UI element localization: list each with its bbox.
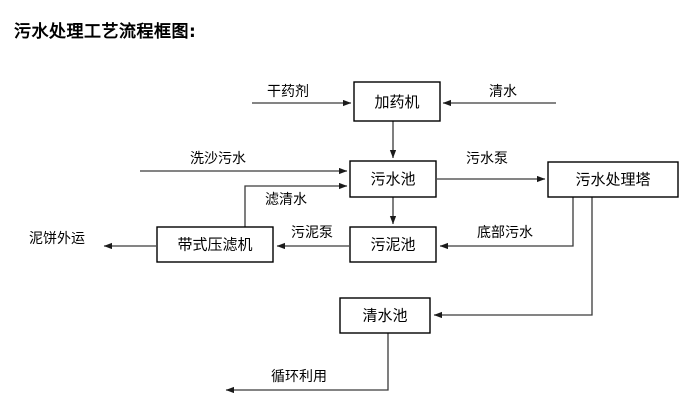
node-sludge-pool[interactable]: 污泥池 (349, 226, 437, 263)
node-treatment-tower[interactable]: 污水处理塔 (547, 161, 679, 198)
edges (103, 99, 593, 394)
edge-label-dry-reagent: 干药剂 (267, 84, 309, 100)
node-dosing-machine[interactable]: 加药机 (353, 81, 441, 122)
edge-label-clean-water: 清水 (489, 84, 517, 100)
node-belt-filter-press[interactable]: 带式压滤机 (156, 226, 274, 263)
node-clear-water-pool[interactable]: 清水池 (339, 297, 431, 334)
edge-label-sand-wash-water: 洗沙污水 (190, 151, 246, 167)
node-label-sewage-pool: 污水池 (370, 170, 415, 188)
edge-label-filtrate-water: 滤清水 (265, 192, 307, 208)
node-label-clear-water-pool: 清水池 (362, 307, 407, 325)
edge-label-bottom-sewage: 底部污水 (477, 225, 533, 241)
edge-tower-to-clear-water-pool (433, 197, 593, 319)
edge-clear-water-pool-to-recycle (225, 333, 389, 394)
edge-filtrate-to-sewage-pool (244, 182, 348, 227)
node-label-treatment-tower: 污水处理塔 (575, 171, 650, 189)
edge-label-sludge-pump: 污泥泵 (291, 225, 333, 241)
edge-label-sewage-pump: 污水泵 (466, 151, 508, 167)
edge-label-recycle-use: 循环利用 (271, 369, 327, 385)
page-title: 污水处理工艺流程框图: (14, 22, 197, 42)
terminal-label-mud-cake-export: 泥饼外运 (29, 231, 85, 247)
node-sewage-pool[interactable]: 污水池 (349, 160, 437, 198)
nodes: 加药机 污水池 污水处理塔 带式压滤机 污泥池 清水池 (156, 81, 679, 334)
edge-tower-to-sludge-pool (439, 197, 574, 250)
edge-labels: 干药剂 清水 洗沙污水 滤清水 污水泵 污泥泵 底部污水 循环利用 (190, 84, 533, 385)
node-label-dosing-machine: 加药机 (374, 93, 419, 111)
node-label-sludge-pool: 污泥池 (370, 236, 415, 254)
terminals: 泥饼外运 (29, 231, 85, 247)
node-label-belt-filter-press: 带式压滤机 (177, 236, 252, 254)
